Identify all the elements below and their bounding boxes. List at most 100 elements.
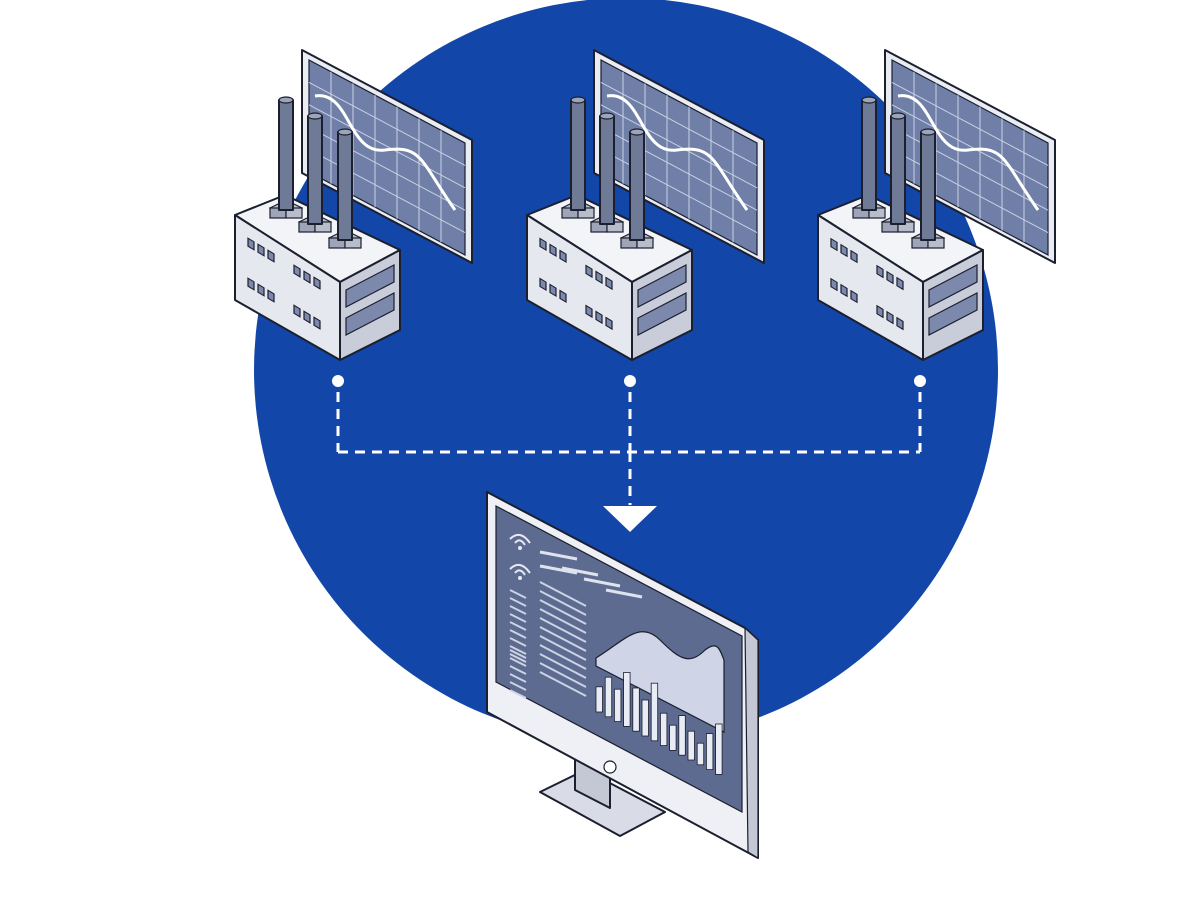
window <box>539 237 547 252</box>
header-bar <box>605 588 643 599</box>
text-line <box>509 657 527 667</box>
window <box>549 243 557 258</box>
bar <box>641 699 649 737</box>
window <box>876 304 884 319</box>
bar <box>632 687 640 732</box>
text-line <box>509 681 527 691</box>
bar <box>623 672 631 727</box>
window <box>559 289 567 304</box>
factories-group <box>234 49 1056 361</box>
window <box>850 289 858 304</box>
bar <box>669 724 677 751</box>
window <box>303 310 311 324</box>
window <box>886 270 894 285</box>
window <box>605 316 613 331</box>
window <box>293 304 301 318</box>
text-line <box>539 644 587 670</box>
bar <box>696 742 705 766</box>
chimney <box>920 131 936 241</box>
chimney <box>337 131 353 241</box>
text-line <box>509 613 527 623</box>
header-bar <box>561 566 599 577</box>
text-line <box>539 671 587 697</box>
chimney <box>629 131 645 241</box>
factory-icon <box>817 96 984 361</box>
chart-panel-icon <box>301 49 473 264</box>
text-line <box>509 645 527 655</box>
text-line <box>539 581 587 607</box>
window <box>585 264 593 279</box>
chart-panel-icon <box>884 49 1056 264</box>
header-bar <box>539 564 578 575</box>
window <box>850 249 858 264</box>
text-line <box>539 590 587 616</box>
bar <box>650 682 659 742</box>
factory-2 <box>526 49 765 361</box>
window <box>247 237 255 251</box>
text-line <box>509 673 527 683</box>
text-line <box>509 597 527 607</box>
window <box>257 243 265 257</box>
trend-curve <box>606 94 749 211</box>
monitor <box>486 491 759 860</box>
text-line <box>509 605 527 615</box>
window <box>267 249 275 263</box>
factory-icon <box>234 96 401 361</box>
window <box>313 276 321 290</box>
text-line <box>539 635 587 661</box>
window <box>303 270 311 284</box>
connector-lines <box>332 375 926 532</box>
bar <box>678 715 686 756</box>
header-bar <box>539 550 578 561</box>
text-line <box>509 621 527 631</box>
factory-icon <box>526 96 693 361</box>
chimney <box>599 115 615 225</box>
factory-3 <box>817 49 1056 361</box>
header-bar <box>583 577 621 588</box>
text-line <box>509 589 527 599</box>
bar-chart-icon <box>595 672 723 775</box>
window <box>840 283 848 298</box>
connector-dot <box>332 375 344 387</box>
factory-1 <box>234 49 473 361</box>
window <box>830 237 838 252</box>
text-line <box>509 665 527 675</box>
window <box>247 277 255 291</box>
area-chart-icon <box>595 631 725 733</box>
trend-curve <box>897 94 1040 211</box>
text-line <box>509 649 527 659</box>
bar <box>715 723 723 775</box>
window <box>257 283 265 297</box>
chimney <box>307 115 323 225</box>
text-line <box>539 599 587 625</box>
text-line <box>509 637 527 647</box>
window <box>293 264 301 278</box>
window <box>605 276 613 291</box>
chimney <box>890 115 906 225</box>
window <box>539 277 547 292</box>
text-line <box>509 629 527 639</box>
bar <box>660 712 668 747</box>
window <box>313 316 321 330</box>
window <box>840 243 848 258</box>
window <box>886 310 894 325</box>
bar <box>706 733 714 770</box>
connector-dot <box>914 375 926 387</box>
text-line <box>509 653 527 663</box>
window <box>559 249 567 264</box>
text-line <box>509 689 527 699</box>
text-line <box>539 662 587 688</box>
window <box>595 310 603 325</box>
bar <box>595 686 603 713</box>
bar <box>604 676 613 718</box>
window <box>267 289 275 303</box>
bar <box>687 730 695 761</box>
window <box>595 270 603 285</box>
chimney <box>278 99 294 211</box>
text-line <box>539 653 587 679</box>
text-line <box>539 626 587 652</box>
window <box>585 304 593 319</box>
trend-curve <box>314 94 457 211</box>
connector-dot <box>624 375 636 387</box>
